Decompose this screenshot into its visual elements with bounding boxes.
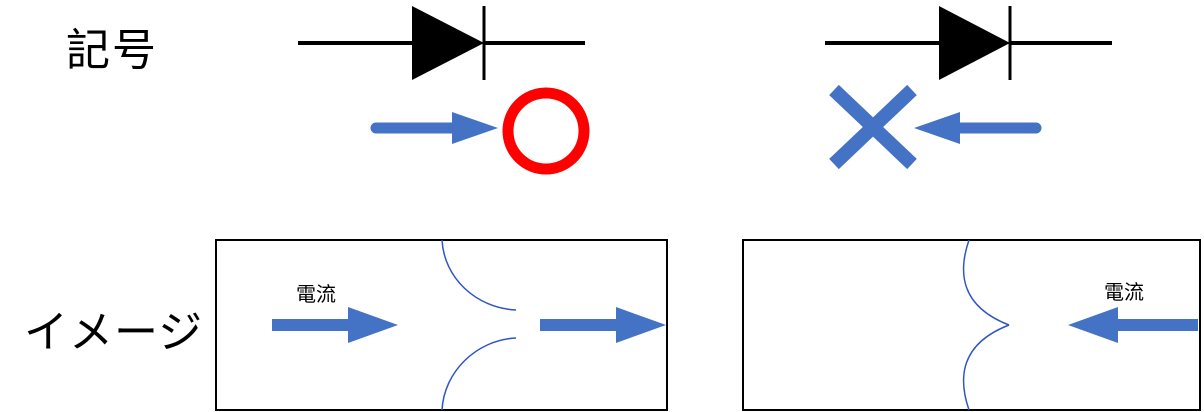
depletion-curve-bottom xyxy=(962,324,1010,411)
arrow-head-icon xyxy=(1068,307,1118,343)
arrow-head-icon xyxy=(348,307,398,343)
box-frame xyxy=(215,239,668,411)
forward-image-box xyxy=(215,239,668,411)
diode-symbol-reverse xyxy=(825,6,1112,80)
current-arrow-in xyxy=(272,307,398,343)
box-frame xyxy=(742,239,1201,411)
current-label-reverse: 電流 xyxy=(1104,280,1144,304)
symbol-row-label: 記号 xyxy=(66,25,158,76)
circle-mark-icon xyxy=(502,87,590,175)
reverse-current-arrow xyxy=(914,112,1042,144)
diode-symbol-forward xyxy=(298,6,585,80)
diode-triangle-icon xyxy=(412,6,484,80)
arrow-head-icon xyxy=(616,307,666,343)
depletion-curve-bottom xyxy=(441,337,517,411)
image-row-label: イメージ xyxy=(24,307,204,358)
reverse-image-box xyxy=(742,239,1201,411)
arrow-head-icon xyxy=(452,112,498,144)
current-arrow-reverse xyxy=(1068,307,1198,343)
diode-triangle-icon xyxy=(939,6,1010,80)
current-arrow-out xyxy=(540,307,666,343)
depletion-curve-top xyxy=(441,239,517,311)
depletion-curve-top xyxy=(962,239,1010,326)
cross-mark-icon xyxy=(829,84,917,170)
current-label-forward: 電流 xyxy=(296,282,336,306)
arrow-head-icon xyxy=(914,112,960,144)
forward-current-arrow xyxy=(370,112,498,144)
